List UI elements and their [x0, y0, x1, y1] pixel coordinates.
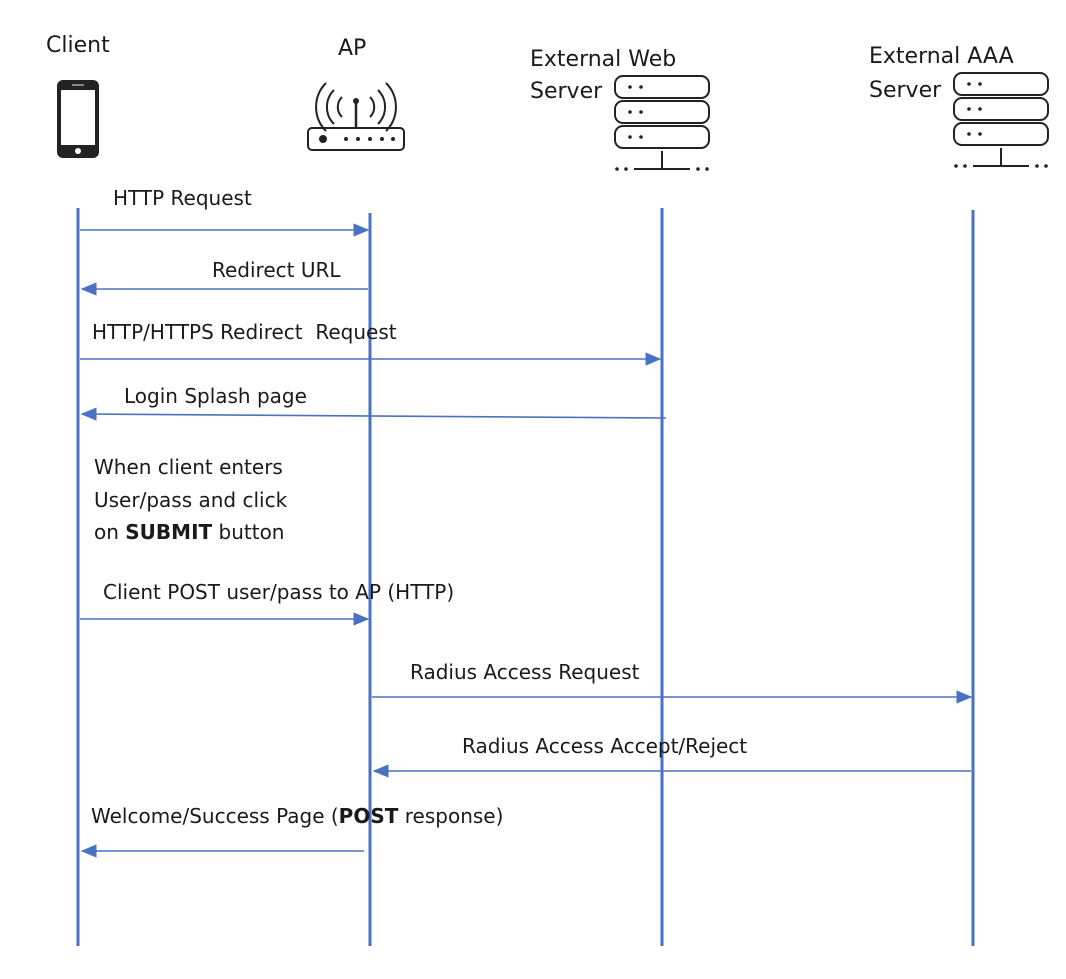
message-http-request: HTTP Request [80, 186, 370, 237]
message-redirect-request: HTTP/HTTPS Redirect Request [80, 320, 662, 366]
server-unit [953, 72, 1049, 96]
message-welcome-success-page: Welcome/Success Page (POST response) [80, 804, 503, 858]
server-unit [953, 97, 1049, 121]
aaa-server-icon [953, 72, 1049, 168]
message-label: Client POST user/pass to AP (HTTP) [103, 580, 454, 604]
message-label: Login Splash page [124, 384, 307, 408]
note-line-3: on SUBMIT button [94, 520, 284, 544]
server-unit [953, 122, 1049, 146]
server-unit [614, 125, 710, 149]
smartphone-icon [57, 80, 99, 158]
message-label: Redirect URL [212, 258, 341, 282]
message-label: Radius Access Request [410, 660, 640, 684]
participant-aaa-label-line2: Server [869, 78, 942, 103]
message-label: HTTP Request [113, 186, 252, 210]
message-client-post: Client POST user/pass to AP (HTTP) [80, 580, 454, 626]
participant-client-label: Client [46, 33, 110, 58]
message-radius-accept-reject: Radius Access Accept/Reject [372, 734, 971, 778]
wireless-access-point-icon [307, 82, 405, 151]
note-line-1: When client enters [94, 455, 283, 479]
participant-web-label-line2: Server [530, 79, 603, 104]
server-unit [614, 75, 710, 99]
note-submit-instruction: When client enters User/pass and click o… [94, 455, 288, 544]
server-unit [614, 100, 710, 124]
message-label: HTTP/HTTPS Redirect Request [92, 320, 397, 344]
message-radius-access-request: Radius Access Request [372, 660, 973, 704]
message-label: Welcome/Success Page (POST response) [91, 804, 503, 828]
message-label: Radius Access Accept/Reject [462, 734, 747, 758]
note-line-2: User/pass and click [94, 488, 288, 512]
participant-aaa-label-line1: External AAA [869, 44, 1014, 69]
participant-web-label-line1: External Web [530, 47, 676, 72]
message-login-splash-page: Login Splash page [80, 384, 667, 421]
participant-ap-label: AP [338, 36, 366, 61]
web-server-icon [614, 75, 710, 171]
message-redirect-url: Redirect URL [80, 258, 368, 296]
